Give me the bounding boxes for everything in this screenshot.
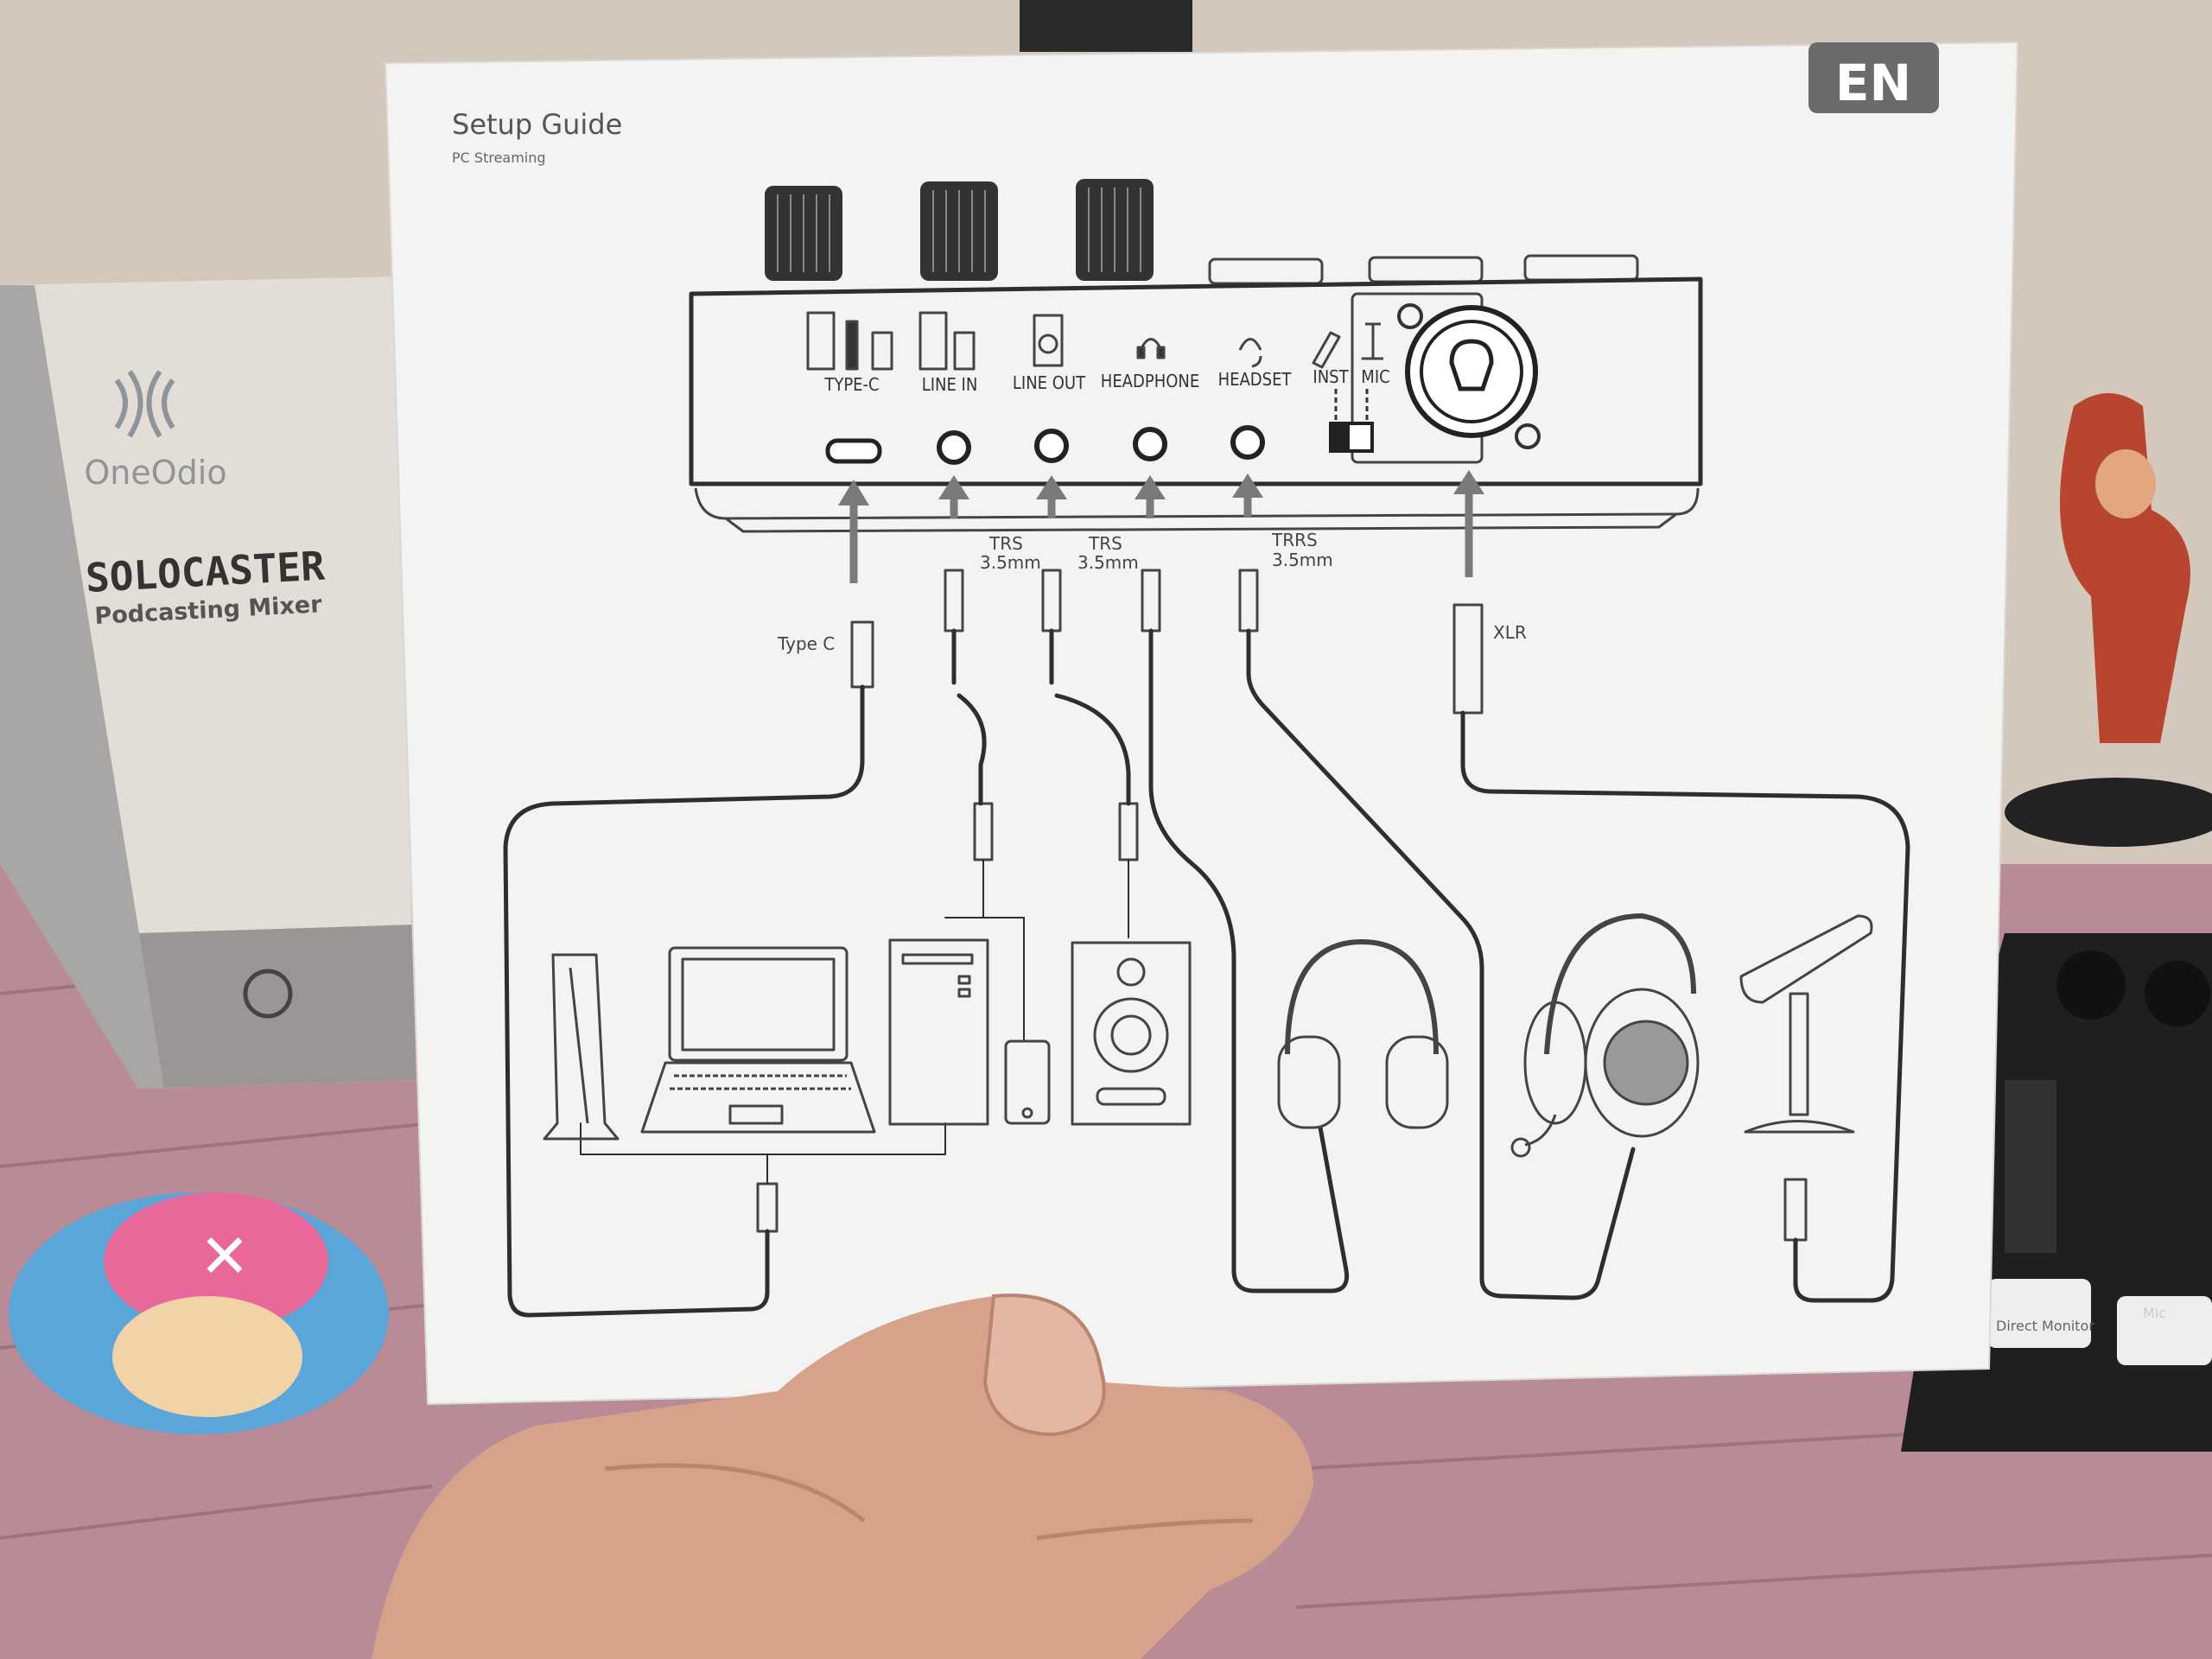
line-out-jack	[1034, 429, 1069, 463]
port-label-line-out: LINE OUT	[1013, 372, 1086, 393]
connection-arrows	[838, 470, 1484, 583]
headset-jack	[1230, 425, 1265, 460]
label-type-c: Type C	[777, 633, 835, 654]
dark-stand	[1020, 0, 1192, 52]
port-label-headphone: HEADPHONE	[1101, 371, 1199, 391]
cable-labels: Type C TRS 3.5mm TRS 3.5mm TRRS 3.5mm XL…	[777, 530, 1527, 654]
port-labels: TYPE-C LINE IN LINE OUT HEADPHONE HEADSE…	[823, 366, 1389, 395]
speaker-icon	[1071, 941, 1192, 1126]
device-bracket-pc-right	[944, 859, 1025, 1042]
gaming-headset-icon	[1510, 913, 1700, 1158]
mixer-key-direct-monitor: Direct Monitor	[1996, 1318, 2094, 1334]
cable-line-out	[1049, 628, 1131, 806]
language-badge-text: EN	[1835, 54, 1911, 112]
label-xlr: XLR	[1493, 622, 1527, 643]
product-box: OneOdio SOLOCASTER Podcasting Mixer	[0, 276, 415, 1089]
svg-text:✕: ✕	[200, 1221, 251, 1292]
port-label-headset: HEADSET	[1218, 369, 1293, 390]
label-trrs: TRRS	[1271, 530, 1318, 550]
laptop-icon	[640, 946, 876, 1134]
guide-subtitle: PC Streaming	[452, 149, 546, 166]
port-label-line-in: LINE IN	[922, 374, 978, 395]
cables	[503, 628, 1910, 1318]
port-label-mic: MIC	[1361, 366, 1389, 387]
solocaster-device: TYPE-C LINE IN LINE OUT HEADPHONE HEADSE…	[689, 179, 1703, 583]
microphone-icon	[1739, 914, 1873, 1134]
headphone-jack	[1133, 427, 1167, 461]
knobs	[765, 179, 1154, 281]
cable-xlr	[1460, 710, 1910, 1303]
box-brand: OneOdio	[84, 454, 226, 492]
desktop-tower-icon	[888, 938, 989, 1126]
language-badge	[1808, 42, 1939, 113]
label-trs-1: TRS	[988, 533, 1023, 554]
hand	[372, 1294, 1313, 1659]
phone-icon	[1004, 1039, 1051, 1125]
label-trs-1-size: 3.5mm	[980, 552, 1041, 573]
cable-type-c	[503, 684, 865, 1318]
cartoon-sticker: ✕	[9, 1192, 389, 1434]
figure-toy	[2005, 393, 2212, 847]
label-trs-2-size: 3.5mm	[1077, 552, 1139, 573]
cable-line-in	[951, 628, 987, 806]
mixer-key-mic: Mic	[2143, 1305, 2166, 1321]
headphones-icon	[1277, 939, 1449, 1129]
line-in-jack	[937, 430, 971, 465]
xlr-plug	[1452, 603, 1484, 715]
devices	[543, 913, 1873, 1158]
ports	[825, 303, 1541, 465]
cable-headset	[1246, 628, 1636, 1300]
monitor-icon	[543, 953, 620, 1141]
type-c-port	[825, 438, 882, 464]
label-trs-2: TRS	[1088, 533, 1122, 554]
setup-guide-sheet: EN Setup Guide PC Streaming	[384, 41, 2019, 1406]
cable-headphone	[1148, 628, 1350, 1294]
label-trrs-size: 3.5mm	[1272, 550, 1333, 570]
port-label-inst: INST	[1313, 366, 1349, 387]
port-label-type-c: TYPE-C	[823, 374, 879, 395]
guide-title: Setup Guide	[452, 108, 622, 141]
